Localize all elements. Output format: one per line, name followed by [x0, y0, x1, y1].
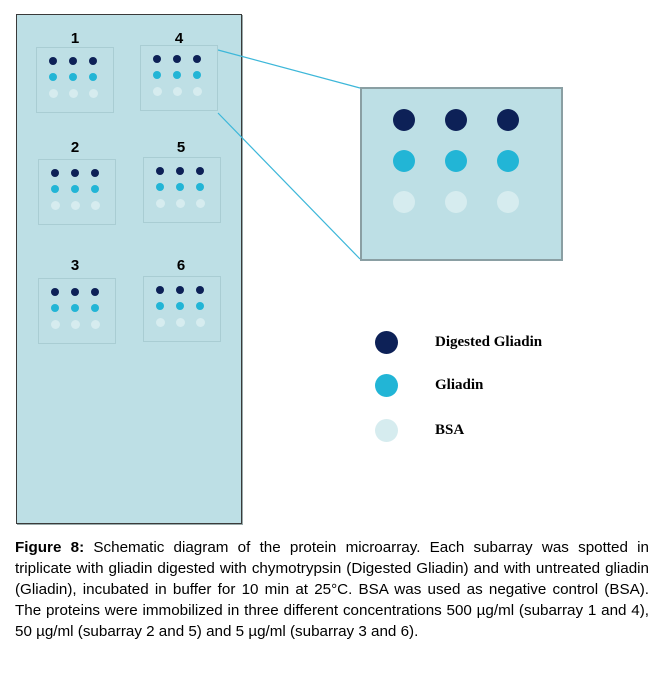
- spot-digested-gliadin: [153, 55, 161, 63]
- subarray-label-2: 2: [70, 139, 80, 156]
- spot-digested-gliadin: [51, 288, 59, 296]
- spot-bsa: [49, 89, 58, 98]
- spot-digested-gliadin: [69, 57, 77, 65]
- spot-gliadin: [89, 73, 97, 81]
- zoom-spot-bsa: [445, 191, 467, 213]
- subarray-label-1: 1: [70, 30, 80, 47]
- spot-bsa: [196, 318, 205, 327]
- spot-bsa: [173, 87, 182, 96]
- subarray-label-4: 4: [174, 30, 184, 47]
- zoom-spot-digested-gliadin: [445, 109, 467, 131]
- legend-dot-bsa: [375, 419, 398, 442]
- spot-gliadin: [71, 304, 79, 312]
- zoom-spot-gliadin: [497, 150, 519, 172]
- spot-digested-gliadin: [49, 57, 57, 65]
- subarray-4: [140, 45, 218, 111]
- spot-gliadin: [91, 304, 99, 312]
- spot-digested-gliadin: [196, 167, 204, 175]
- spot-gliadin: [193, 71, 201, 79]
- spot-digested-gliadin: [193, 55, 201, 63]
- legend-label: Gliadin: [435, 377, 484, 393]
- subarray-1: [36, 47, 114, 113]
- spot-gliadin: [196, 183, 204, 191]
- legend-label: BSA: [435, 422, 465, 438]
- legend-dot-gliadin: [375, 374, 398, 397]
- spot-digested-gliadin: [71, 288, 79, 296]
- spot-digested-gliadin: [91, 169, 99, 177]
- spot-bsa: [51, 201, 60, 210]
- spot-gliadin: [156, 302, 164, 310]
- zoom-spot-bsa: [393, 191, 415, 213]
- spot-gliadin: [176, 183, 184, 191]
- microarray-figure: Digested Gliadin Gliadin BSA 1 2 3 4 5 6: [16, 14, 563, 524]
- spot-digested-gliadin: [71, 169, 79, 177]
- spot-bsa: [71, 201, 80, 210]
- spot-bsa: [176, 199, 185, 208]
- spot-gliadin: [71, 185, 79, 193]
- spot-gliadin: [173, 71, 181, 79]
- spot-bsa: [91, 320, 100, 329]
- spot-digested-gliadin: [176, 286, 184, 294]
- spot-digested-gliadin: [173, 55, 181, 63]
- spot-bsa: [91, 201, 100, 210]
- subarray-5: [143, 157, 221, 223]
- spot-bsa: [196, 199, 205, 208]
- subarray-label-6: 6: [176, 257, 186, 274]
- legend-item-bsa: BSA: [375, 419, 464, 442]
- spot-digested-gliadin: [91, 288, 99, 296]
- spot-bsa: [156, 199, 165, 208]
- spot-gliadin: [196, 302, 204, 310]
- subarray-6: [143, 276, 221, 342]
- zoomed-subarray-4: [360, 87, 563, 261]
- subarray-2: [38, 159, 116, 225]
- caption-label: Figure 8:: [15, 539, 85, 556]
- spot-bsa: [89, 89, 98, 98]
- zoom-spot-gliadin: [445, 150, 467, 172]
- zoom-spot-gliadin: [393, 150, 415, 172]
- spot-bsa: [71, 320, 80, 329]
- spot-gliadin: [51, 185, 59, 193]
- connector-line-bottom: [217, 112, 361, 260]
- connector-line-top: [217, 49, 361, 89]
- spot-digested-gliadin: [156, 286, 164, 294]
- caption-text: Schematic diagram of the protein microar…: [15, 539, 649, 640]
- spot-gliadin: [49, 73, 57, 81]
- legend-dot-digested-gliadin: [375, 331, 398, 354]
- spot-bsa: [69, 89, 78, 98]
- spot-digested-gliadin: [176, 167, 184, 175]
- spot-gliadin: [51, 304, 59, 312]
- figure-caption: Figure 8: Schematic diagram of the prote…: [15, 537, 649, 642]
- spot-bsa: [156, 318, 165, 327]
- subarray-label-3: 3: [70, 257, 80, 274]
- legend-label: Digested Gliadin: [435, 334, 543, 350]
- zoom-spot-digested-gliadin: [393, 109, 415, 131]
- spot-bsa: [193, 87, 202, 96]
- spot-bsa: [176, 318, 185, 327]
- spot-bsa: [51, 320, 60, 329]
- legend-item-gliadin: Gliadin: [375, 374, 483, 397]
- legend-item-digested-gliadin: Digested Gliadin: [375, 331, 542, 354]
- spot-gliadin: [91, 185, 99, 193]
- spot-digested-gliadin: [156, 167, 164, 175]
- zoom-connectors: [217, 49, 361, 260]
- zoom-spot-bsa: [497, 191, 519, 213]
- spot-digested-gliadin: [89, 57, 97, 65]
- spot-gliadin: [153, 71, 161, 79]
- spot-gliadin: [176, 302, 184, 310]
- spot-bsa: [153, 87, 162, 96]
- zoom-spot-digested-gliadin: [497, 109, 519, 131]
- spot-digested-gliadin: [196, 286, 204, 294]
- subarray-3: [38, 278, 116, 344]
- spot-digested-gliadin: [51, 169, 59, 177]
- spot-gliadin: [69, 73, 77, 81]
- subarray-label-5: 5: [176, 139, 186, 156]
- spot-gliadin: [156, 183, 164, 191]
